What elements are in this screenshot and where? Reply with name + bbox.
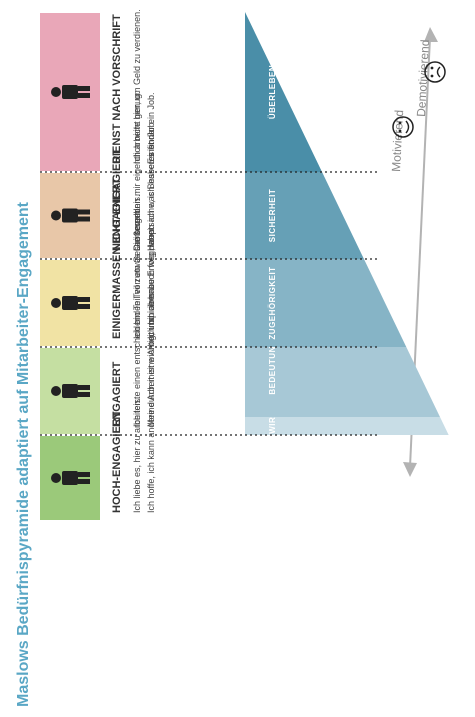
pyramid-label: ZUGEHÖRIGKEIT xyxy=(268,266,277,339)
person-icon xyxy=(51,471,90,485)
pyramid-segment xyxy=(245,12,323,172)
level-description: Ich leiste einen entscheidenden Teil zum… xyxy=(132,195,142,427)
level-description: Ich bin Teil von etwas Größerem. xyxy=(132,208,142,339)
pyramid-segment xyxy=(245,417,449,435)
engagement-levels: HOCH-ENGAGIERT Ich liebe es, hier zu arbe… xyxy=(40,9,380,520)
arrow-label-demotivating: Demotivierend xyxy=(414,39,432,117)
level-heading: ENGAGIERT xyxy=(111,361,123,427)
level-heading: HOCH-ENGAGIERT xyxy=(111,411,123,513)
person-icon xyxy=(51,85,90,99)
happy-smiley-icon xyxy=(392,116,414,138)
pyramid: VERWIRKLICHUNGBEDEUTUNGZUGEHÖRIGKEITSICH… xyxy=(245,12,449,452)
level-description: Ich hoffe, ich kann andere durch meine A… xyxy=(146,286,156,513)
pyramid-segment xyxy=(245,259,407,347)
person-icon xyxy=(51,208,90,223)
pyramid-segment xyxy=(245,172,364,259)
level-description: Es ist nur ein Job. xyxy=(146,92,156,164)
pyramid-label: SICHERHEIT xyxy=(268,189,277,242)
level-row: HOCH-ENGAGIERT Ich liebe es, hier zu arbe… xyxy=(40,286,156,520)
pyramid-label: ÜBERLEBEN xyxy=(268,65,277,119)
sad-smiley-icon xyxy=(424,61,446,83)
level-description: Ich arbeite hier, um Geld zu verdienen. xyxy=(132,9,142,164)
people-icon xyxy=(51,296,90,310)
level-description: Hauptsache, ich habe einen Job. xyxy=(146,120,156,251)
level-description: Die bezahlen mir eigentlich nicht genug. xyxy=(132,91,142,251)
pyramid-label: BEDEUTUNG xyxy=(268,339,277,394)
level-row: ENGAGIERT Ich leiste einen entscheidenden… xyxy=(40,195,156,434)
engagement-arrow: Motivierend Demotivierend xyxy=(389,27,446,477)
person-icon xyxy=(51,384,90,398)
arrow-head-right xyxy=(424,27,438,42)
level-row: NICHT ENGAGIERT Die bezahlen mir eigentli… xyxy=(40,91,156,258)
level-heading: DIENST NACH VORSCHRIFT xyxy=(111,14,123,164)
page-title: Maslows Bedürfnispyramide adaptiert auf … xyxy=(15,201,32,707)
level-description: Ich bin aber auch weg, wenn ich was Bess… xyxy=(146,127,156,339)
level-description: Ich liebe es, hier zu arbeiten. xyxy=(132,398,142,513)
pyramid-segment xyxy=(245,347,440,417)
level-row: DIENST NACH VORSCHRIFT Ich arbeite hier, … xyxy=(40,9,156,171)
arrow-head-left xyxy=(403,462,417,477)
level-description: Meine Arbeit ist wichtig, und ich habe E… xyxy=(146,226,156,427)
level-heading: NICHT ENGAGIERT xyxy=(111,149,123,251)
